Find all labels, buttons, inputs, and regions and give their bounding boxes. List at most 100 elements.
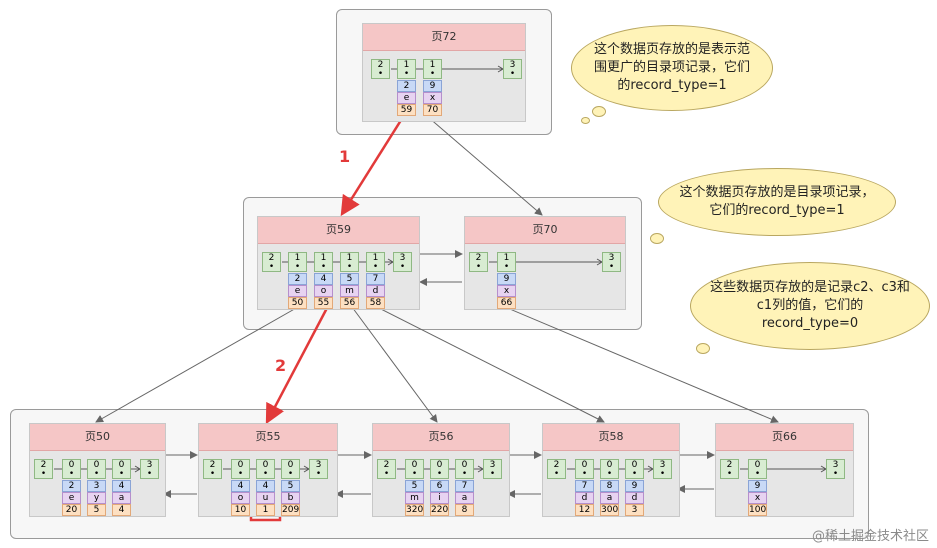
record-header-cell: 0• bbox=[231, 459, 250, 479]
record-header-cell: 3• bbox=[309, 459, 328, 479]
record-header-cell: 0• bbox=[455, 459, 474, 479]
callout-top: 这个数据页存放的是表示范围更广的目录项记录，它们的record_type=1 bbox=[571, 25, 773, 111]
record-field-row3: o bbox=[314, 285, 333, 297]
record-field-row3: y bbox=[87, 492, 106, 504]
record-field-row2: 9 bbox=[423, 80, 442, 92]
edge-p72-p70 bbox=[427, 116, 543, 216]
record-header-cell: 1• bbox=[497, 252, 516, 272]
record-field-row3: b bbox=[281, 492, 300, 504]
record-field-row3: m bbox=[340, 285, 359, 297]
record-field-row4: 300 bbox=[600, 504, 619, 516]
record-field-row2: 2 bbox=[397, 80, 416, 92]
page-title: 页56 bbox=[373, 424, 509, 451]
record-header-cell: 2• bbox=[262, 252, 281, 272]
record-field-row4: 3 bbox=[625, 504, 644, 516]
edge-p59-p56 bbox=[351, 306, 438, 423]
record-field-row2: 3 bbox=[87, 480, 106, 492]
record-header-cell: 0• bbox=[62, 459, 81, 479]
record-field-row2: 7 bbox=[575, 480, 594, 492]
record-field-row4: 209 bbox=[281, 504, 300, 516]
record-field-row4: 58 bbox=[366, 297, 385, 309]
record-field-row4: 12 bbox=[575, 504, 594, 516]
record-header-cell: 3• bbox=[503, 59, 522, 79]
step-label-1: 1 bbox=[339, 147, 351, 166]
record-field-row3: d bbox=[575, 492, 594, 504]
record-header-cell: 0• bbox=[748, 459, 767, 479]
callout-top-tail bbox=[592, 106, 606, 117]
record-field-row3: d bbox=[625, 492, 644, 504]
record-header-cell: 0• bbox=[575, 459, 594, 479]
record-field-row3: e bbox=[397, 92, 416, 104]
edge-p59-p55-highlight bbox=[265, 307, 329, 425]
record-field-row3: x bbox=[748, 492, 767, 504]
callout-middle-tail bbox=[650, 233, 664, 244]
record-field-row4: 59 bbox=[397, 104, 416, 116]
record-field-row2: 4 bbox=[231, 480, 250, 492]
record-field-row2: 7 bbox=[366, 273, 385, 285]
record-header-cell: 1• bbox=[423, 59, 442, 79]
record-field-row2: 9 bbox=[625, 480, 644, 492]
record-header-cell: 3• bbox=[826, 459, 845, 479]
page-title: 页58 bbox=[543, 424, 679, 451]
record-field-row2: 4 bbox=[314, 273, 333, 285]
record-header-cell: 2• bbox=[34, 459, 53, 479]
record-field-row4: 66 bbox=[497, 297, 516, 309]
record-field-row4: 50 bbox=[288, 297, 307, 309]
record-chain-line bbox=[489, 258, 603, 266]
page-title: 页59 bbox=[258, 217, 419, 244]
record-field-row2: 2 bbox=[62, 480, 81, 492]
record-header-cell: 3• bbox=[653, 459, 672, 479]
record-field-row4: 320 bbox=[405, 504, 424, 516]
record-header-cell: 1• bbox=[288, 252, 307, 272]
record-header-cell: 0• bbox=[600, 459, 619, 479]
record-field-row3: a bbox=[112, 492, 131, 504]
record-field-row3: x bbox=[497, 285, 516, 297]
record-header-cell: 0• bbox=[281, 459, 300, 479]
record-header-cell: 3• bbox=[393, 252, 412, 272]
record-header-cell: 2• bbox=[469, 252, 488, 272]
record-field-row2: 5 bbox=[405, 480, 424, 492]
record-header-cell: 1• bbox=[340, 252, 359, 272]
edge-p59-p50 bbox=[95, 306, 299, 423]
step-label-2: 2 bbox=[275, 356, 287, 375]
record-header-cell: 0• bbox=[87, 459, 106, 479]
record-field-row3: a bbox=[455, 492, 474, 504]
record-header-cell: 2• bbox=[203, 459, 222, 479]
record-header-cell: 0• bbox=[405, 459, 424, 479]
record-field-row4: 20 bbox=[62, 504, 81, 516]
callout-top-tail-small bbox=[581, 117, 590, 124]
record-header-cell: 0• bbox=[256, 459, 275, 479]
record-field-row3: e bbox=[62, 492, 81, 504]
callout-bottom: 这些数据页存放的是记录c2、c3和c1列的值，它们的record_type=0 bbox=[690, 262, 930, 350]
callout-middle: 这个数据页存放的是目录项记录，它们的record_type=1 bbox=[658, 168, 896, 236]
record-field-row2: 8 bbox=[600, 480, 619, 492]
record-field-row2: 5 bbox=[340, 273, 359, 285]
record-header-cell: 3• bbox=[140, 459, 159, 479]
record-header-cell: 2• bbox=[720, 459, 739, 479]
callout-bottom-tail bbox=[696, 343, 710, 354]
record-header-cell: 2• bbox=[371, 59, 390, 79]
record-field-row4: 56 bbox=[340, 297, 359, 309]
record-header-cell: 2• bbox=[377, 459, 396, 479]
record-field-row2: 5 bbox=[281, 480, 300, 492]
edge-p59-p58 bbox=[376, 306, 605, 423]
record-field-row4: 220 bbox=[430, 504, 449, 516]
watermark-text: @稀土掘金技术社区 bbox=[811, 529, 929, 544]
record-header-cell: 2• bbox=[547, 459, 566, 479]
page-title: 页55 bbox=[199, 424, 337, 451]
record-header-cell: 0• bbox=[625, 459, 644, 479]
record-field-row3: a bbox=[600, 492, 619, 504]
record-field-row4: 55 bbox=[314, 297, 333, 309]
record-field-row2: 6 bbox=[430, 480, 449, 492]
record-field-row3: m bbox=[405, 492, 424, 504]
record-field-row3: o bbox=[231, 492, 250, 504]
page-title: 页70 bbox=[465, 217, 625, 244]
record-header-cell: 3• bbox=[602, 252, 621, 272]
record-field-row4: 70 bbox=[423, 104, 442, 116]
edge-p70-p66 bbox=[504, 306, 779, 423]
record-header-cell: 0• bbox=[112, 459, 131, 479]
